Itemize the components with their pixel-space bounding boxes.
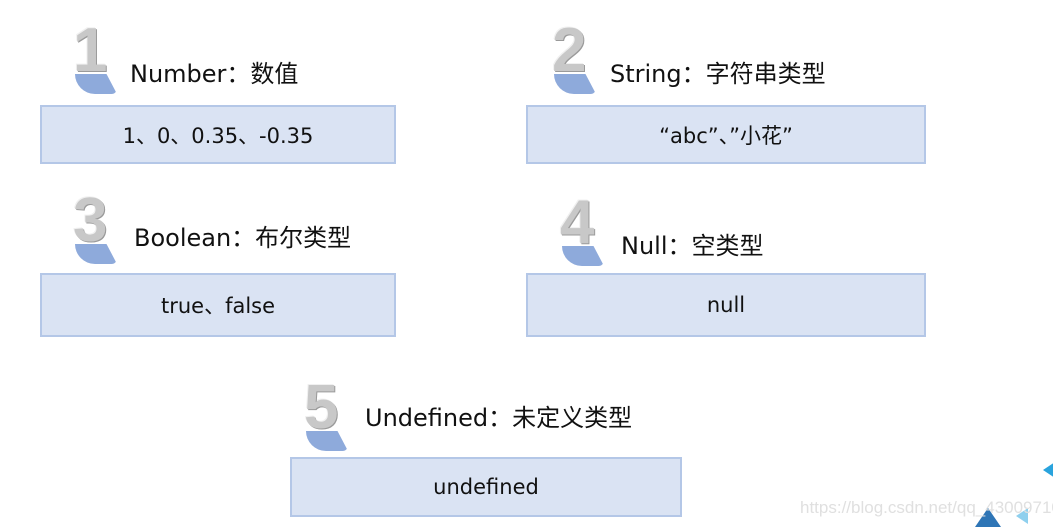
type-title-boolean: Boolean：布尔类型 (134, 224, 352, 252)
number-digit: 4 (560, 188, 595, 257)
watermark: https://blog.csdn.net/qq_43009710 (800, 498, 1053, 517)
brush-decoration (75, 74, 117, 94)
type-title-null: Null：空类型 (621, 232, 764, 260)
type-title-number: Number：数值 (130, 60, 299, 88)
example-box-undefined: undefined (290, 457, 682, 517)
number-digit: 2 (552, 16, 587, 85)
number-badge-1: 1 (73, 20, 123, 98)
example-box-boolean: true、false (40, 273, 396, 337)
brush-decoration (562, 246, 604, 266)
type-title-undefined: Undefined：未定义类型 (365, 404, 633, 432)
number-badge-3: 3 (73, 190, 123, 268)
triangle-decoration (1043, 462, 1053, 478)
brush-decoration (75, 244, 117, 264)
example-box-string: “abc”、”小花” (526, 105, 926, 164)
number-digit: 5 (304, 373, 339, 442)
example-box-null: null (526, 273, 926, 337)
number-digit: 1 (73, 16, 108, 85)
brush-decoration (554, 74, 596, 94)
number-digit: 3 (73, 186, 108, 255)
triangle-decoration (975, 508, 1001, 527)
triangle-outline-decoration (1016, 508, 1028, 524)
type-title-string: String：字符串类型 (610, 60, 826, 88)
brush-decoration (306, 431, 348, 451)
number-badge-2: 2 (552, 20, 602, 98)
number-badge-4: 4 (560, 192, 610, 270)
example-box-number: 1、0、0.35、-0.35 (40, 105, 396, 164)
number-badge-5: 5 (304, 377, 354, 455)
